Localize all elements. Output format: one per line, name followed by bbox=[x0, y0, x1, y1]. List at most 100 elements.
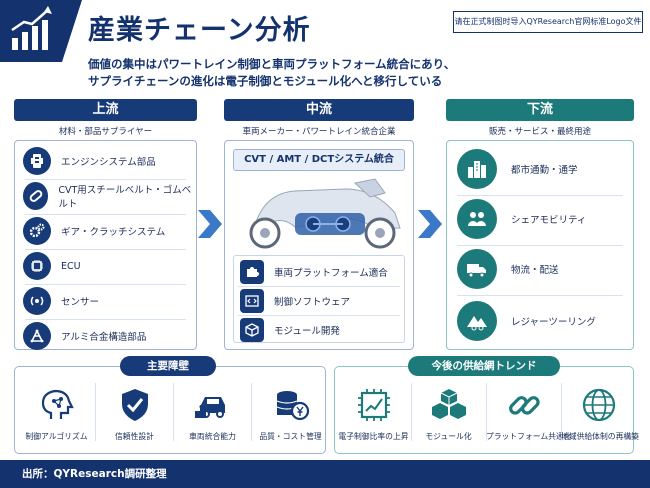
midstream-heading: 中流 bbox=[224, 99, 414, 121]
engine-icon bbox=[23, 147, 51, 175]
coin-stack-icon bbox=[276, 391, 309, 421]
midstream-item: 制御ソフトウェア bbox=[240, 289, 350, 313]
sensor-icon bbox=[23, 287, 51, 315]
divider bbox=[25, 214, 186, 215]
upstream-item: ギア・クラッチシステム bbox=[23, 217, 165, 245]
barrier-label: 制御アルゴリズム bbox=[25, 432, 88, 441]
upstream-item: エンジンシステム部品 bbox=[23, 147, 156, 175]
barrier-label: 品質・コスト管理 bbox=[259, 432, 322, 441]
logo-placeholder-note: 请在正式制图时导入QYResearch官网标准Logo文件 bbox=[453, 11, 643, 33]
upstream-item: ECU bbox=[23, 252, 81, 280]
upstream-item: アルミ合金構造部品 bbox=[23, 322, 146, 350]
trend-item: 地域供給体制の再構築 bbox=[561, 385, 639, 442]
scooter-illustration bbox=[249, 178, 401, 249]
cube-icon bbox=[240, 318, 264, 342]
subtitle: 価値の集中はパワートレイン制御と車両プラットフォーム統合にあり、 サプライチェー… bbox=[88, 56, 455, 90]
downstream-item: レジャーツーリング bbox=[457, 301, 596, 341]
divider bbox=[25, 319, 186, 320]
upstream-item-label: エンジンシステム部品 bbox=[61, 157, 156, 168]
downstream-item: 物流・配送 bbox=[457, 249, 559, 289]
logo-mark bbox=[0, 0, 82, 62]
subtitle-line: 価値の集中はパワートレイン制御と車両プラットフォーム統合にあり、 bbox=[88, 57, 456, 71]
trend-label: モジュール化 bbox=[425, 432, 472, 441]
barrier-label: 車両統合能力 bbox=[189, 432, 236, 441]
divider bbox=[25, 179, 186, 180]
downstream-item: 都市通勤・通学 bbox=[457, 149, 578, 189]
divider bbox=[457, 245, 623, 246]
chip-chart-icon bbox=[357, 389, 390, 421]
mountain-icon bbox=[457, 301, 497, 341]
code-icon bbox=[240, 289, 264, 313]
upstream-subheading: 材料・部品サプライヤー bbox=[58, 127, 153, 137]
downstream-item-label: 物流・配送 bbox=[511, 265, 559, 276]
downstream-card: 都市通勤・通学 シェアモビリティ 物流・配送 レジャーツーリング bbox=[446, 140, 634, 350]
shield-check-icon bbox=[121, 389, 148, 421]
barrier-item: 信頼性設計 bbox=[97, 385, 172, 442]
trend-label: プラットフォーム共通化 bbox=[486, 432, 572, 441]
arrow-right-icon bbox=[198, 210, 222, 238]
upstream-item: センサー bbox=[23, 287, 99, 315]
divider bbox=[457, 195, 623, 196]
divider bbox=[95, 383, 96, 441]
midstream-card: CVT / AMT / DCTシステム統合 車両プラットフォーム適合 制御ソフト… bbox=[224, 140, 414, 350]
upstream-item-label: センサー bbox=[61, 297, 100, 308]
divider bbox=[561, 383, 562, 441]
upstream-item-label: アルミ合金構造部品 bbox=[61, 332, 147, 343]
upstream-item-label: ギア・クラッチシステム bbox=[61, 227, 166, 238]
page-title: 産業チェーン分析 bbox=[88, 15, 311, 46]
divider bbox=[173, 383, 174, 441]
divider bbox=[457, 295, 623, 296]
upstream-item: CVT用スチールベルト・ゴムベルト bbox=[23, 182, 196, 210]
trend-label: 地域供給体制の再構築 bbox=[561, 432, 639, 441]
frame-icon bbox=[23, 322, 51, 350]
divider bbox=[25, 249, 186, 250]
people-icon bbox=[457, 199, 497, 239]
midstream-subheading: 車両メーカー・パワートレイン統合企業 bbox=[242, 127, 396, 137]
city-icon bbox=[457, 149, 497, 189]
globe-icon bbox=[582, 388, 615, 422]
downstream-item-label: シェアモビリティ bbox=[511, 215, 587, 226]
trends-box: 電子制御比率の上昇 モジュール化 プラットフォーム共通化 地域供給体制の再構築 bbox=[334, 366, 639, 454]
belt-icon bbox=[23, 182, 49, 210]
divider bbox=[25, 284, 186, 285]
divider bbox=[486, 383, 487, 441]
barrier-item: 制御アルゴリズム bbox=[19, 385, 94, 442]
bar-chart-icon bbox=[11, 6, 52, 50]
footer-bar bbox=[0, 460, 650, 488]
barrier-item: 品質・コスト管理 bbox=[253, 385, 328, 442]
barriers-box: 制御アルゴリズム 信頼性設計 車両統合能力 品質・コスト管理 bbox=[14, 366, 326, 454]
barrier-label: 信頼性設計 bbox=[115, 432, 154, 441]
link-icon bbox=[508, 396, 540, 415]
trend-item: プラットフォーム共通化 bbox=[486, 385, 572, 442]
upstream-card: エンジンシステム部品 CVT用スチールベルト・ゴムベルト ギア・クラッチシステム… bbox=[14, 140, 197, 350]
barriers-heading: 主要障壁 bbox=[120, 356, 216, 376]
gear-icon bbox=[23, 217, 51, 245]
midstream-function-list: 車両プラットフォーム適合 制御ソフトウェア モジュール開発 bbox=[233, 255, 405, 343]
truck-icon bbox=[457, 249, 497, 289]
midstream-item: モジュール開発 bbox=[240, 318, 340, 342]
system-integration-banner: CVT / AMT / DCTシステム統合 bbox=[233, 149, 405, 171]
trends-heading: 今後の供給網トレンド bbox=[408, 356, 560, 376]
trend-item: モジュール化 bbox=[411, 385, 486, 442]
midstream-item-label: 制御ソフトウェア bbox=[274, 297, 351, 308]
upstream-item-label: ECU bbox=[61, 260, 81, 272]
downstream-item-label: 都市通勤・通学 bbox=[511, 165, 578, 176]
cubes-icon bbox=[431, 389, 466, 419]
puzzle-icon bbox=[240, 260, 264, 284]
trend-item: 電子制御比率の上昇 bbox=[336, 385, 411, 442]
upstream-item-label: CVT用スチールベルト・ゴムベルト bbox=[58, 185, 192, 210]
downstream-subheading: 販売・サービス・最終用途 bbox=[488, 127, 591, 137]
barrier-item: 車両統合能力 bbox=[175, 385, 250, 442]
downstream-item: シェアモビリティ bbox=[457, 199, 586, 239]
divider bbox=[411, 383, 412, 441]
divider bbox=[238, 315, 400, 316]
divider bbox=[238, 286, 400, 287]
divider bbox=[251, 383, 252, 441]
chip-icon bbox=[23, 252, 51, 280]
arrow-right-icon bbox=[418, 210, 442, 238]
subtitle-line: サプライチェーンの進化は電子制御とモジュール化へと移行している bbox=[88, 74, 443, 88]
midstream-item-label: 車両プラットフォーム適合 bbox=[274, 268, 388, 279]
source-note: 出所：QYResearch調研整理 bbox=[22, 468, 167, 480]
car-puzzle-icon bbox=[194, 397, 225, 418]
downstream-item-label: レジャーツーリング bbox=[511, 317, 596, 328]
